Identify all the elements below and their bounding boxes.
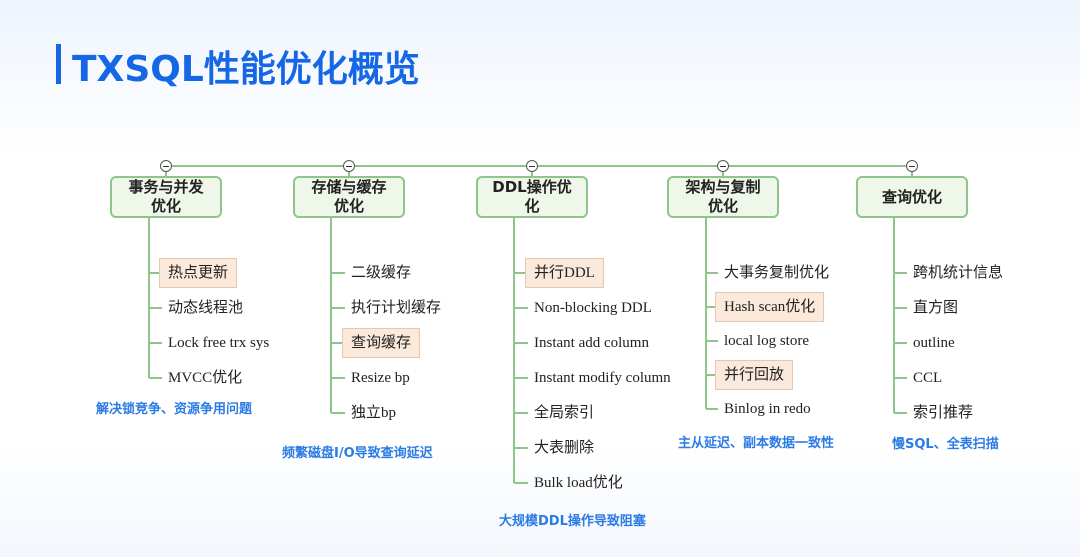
category-node[interactable]: DDL操作优 化 xyxy=(476,176,588,218)
leaf-item[interactable]: 独立bp xyxy=(351,405,397,421)
category-note: 频繁磁盘I/O导致查询延迟 xyxy=(282,446,433,461)
leaf-item[interactable]: outline xyxy=(913,335,955,351)
category-node[interactable]: 架构与复制 优化 xyxy=(667,176,779,218)
leaf-item[interactable]: Resize bp xyxy=(351,370,410,386)
category-note: 主从延迟、副本数据一致性 xyxy=(678,436,835,451)
highlighted-leaf-item[interactable]: 并行DDL xyxy=(525,258,604,288)
leaf-item[interactable]: local log store xyxy=(724,333,809,349)
highlighted-leaf-item[interactable]: 并行回放 xyxy=(715,360,794,390)
leaf-item[interactable]: Instant modify column xyxy=(534,370,671,386)
category-node[interactable]: 查询优化 xyxy=(856,176,968,218)
leaf-item[interactable]: 二级缓存 xyxy=(351,265,412,281)
collapse-toggle-icon[interactable] xyxy=(906,160,918,172)
leaf-item[interactable]: 动态线程池 xyxy=(168,300,244,316)
leaf-item[interactable]: 大表删除 xyxy=(534,440,595,456)
leaf-item[interactable]: 全局索引 xyxy=(534,405,595,421)
category-note: 解决锁竞争、资源争用问题 xyxy=(96,402,253,417)
collapse-toggle-icon[interactable] xyxy=(343,160,355,172)
collapse-toggle-icon[interactable] xyxy=(526,160,538,172)
leaf-item[interactable]: Instant add column xyxy=(534,335,649,351)
category-note: 慢SQL、全表扫描 xyxy=(892,437,999,452)
title-accent-bar xyxy=(56,44,61,84)
highlighted-leaf-item[interactable]: Hash scan优化 xyxy=(715,292,825,322)
category-note: 大规模DDL操作导致阻塞 xyxy=(499,514,646,529)
leaf-item[interactable]: Non-blocking DDL xyxy=(534,300,652,316)
leaf-item[interactable]: MVCC优化 xyxy=(168,370,243,386)
category-node[interactable]: 存储与缓存 优化 xyxy=(293,176,405,218)
highlighted-leaf-item[interactable]: 查询缓存 xyxy=(342,328,421,358)
leaf-item[interactable]: Binlog in redo xyxy=(724,401,811,417)
leaf-item[interactable]: 执行计划缓存 xyxy=(351,300,442,316)
leaf-item[interactable]: Lock free trx sys xyxy=(168,335,270,351)
leaf-item[interactable]: CCL xyxy=(913,370,943,386)
collapse-toggle-icon[interactable] xyxy=(717,160,729,172)
leaf-item[interactable]: 大事务复制优化 xyxy=(724,265,830,281)
page-title: TXSQL性能优化概览 xyxy=(72,49,420,90)
leaf-item[interactable]: 跨机统计信息 xyxy=(913,265,1004,281)
leaf-item[interactable]: 直方图 xyxy=(913,300,959,316)
category-node[interactable]: 事务与并发 优化 xyxy=(110,176,222,218)
leaf-item[interactable]: 索引推荐 xyxy=(913,405,974,421)
collapse-toggle-icon[interactable] xyxy=(160,160,172,172)
leaf-item[interactable]: Bulk load优化 xyxy=(534,475,623,491)
highlighted-leaf-item[interactable]: 热点更新 xyxy=(159,258,238,288)
